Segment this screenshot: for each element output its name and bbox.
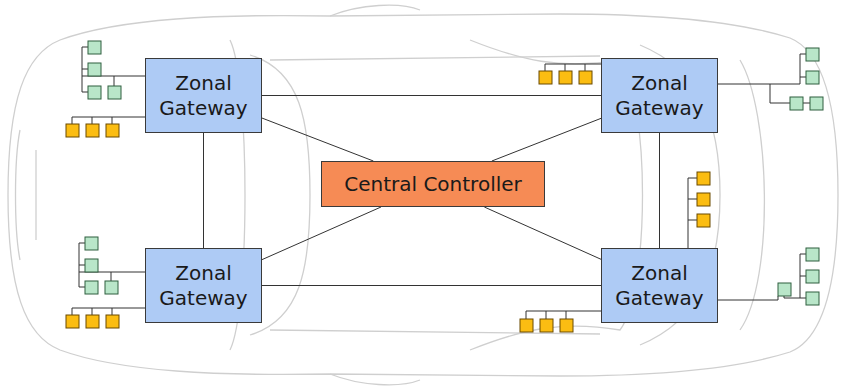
network-link xyxy=(262,207,381,260)
network-link xyxy=(262,118,373,161)
central-controller-box: Central Controller xyxy=(321,161,545,207)
network-link xyxy=(262,95,601,96)
zonal-gateway-box: Zonal Gateway xyxy=(145,248,262,323)
box-label: Zonal Gateway xyxy=(612,71,707,121)
network-link xyxy=(492,118,601,161)
box-label: Central Controller xyxy=(344,172,522,197)
network-link xyxy=(484,207,601,259)
zonal-gateway-box: Zonal Gateway xyxy=(145,58,262,133)
box-label: Zonal Gateway xyxy=(156,71,251,121)
network-link xyxy=(659,133,660,248)
box-label: Zonal Gateway xyxy=(612,261,707,311)
network-link xyxy=(203,133,204,248)
box-label: Zonal Gateway xyxy=(156,261,251,311)
zonal-gateway-box: Zonal Gateway xyxy=(601,58,718,133)
network-link xyxy=(262,285,601,286)
zonal-gateway-box: Zonal Gateway xyxy=(601,248,718,323)
